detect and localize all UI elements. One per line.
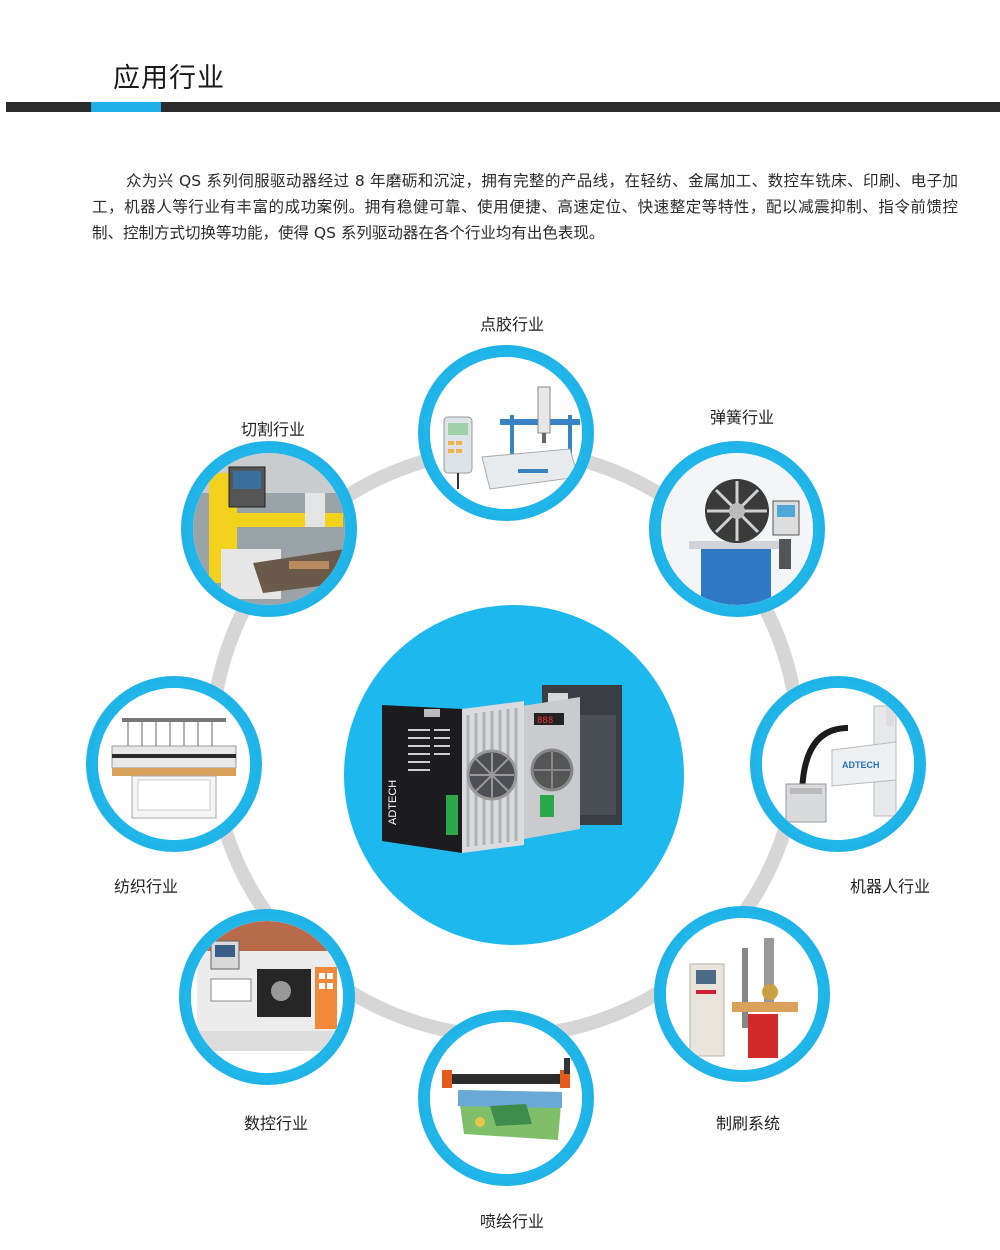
title-divider-bar [6,102,1000,112]
label-robot: 机器人行业 [849,877,931,896]
label-cutting: 切割行业 [240,420,306,439]
printing-machine-image [430,1022,582,1174]
label-dispensing: 点胶行业 [479,315,545,334]
driver-brand-text: ADTECH [387,780,399,825]
label-cnc: 数控行业 [243,1114,309,1133]
industry-node-textile [86,676,262,852]
servo-drivers-illustration: 888 [382,685,622,853]
industry-node-printing [418,1010,594,1186]
svg-text:888: 888 [537,716,553,726]
industry-node-robot: ADTECH [750,676,926,852]
industry-node-cnc [179,909,355,1085]
label-printing: 喷绘行业 [479,1212,545,1231]
dispensing-machine-image [430,357,582,509]
center-hub-servo-drivers: 888 [344,605,684,945]
title-divider-accent [91,102,161,112]
intro-paragraph: 众为兴 QS 系列伺服驱动器经过 8 年磨砺和沉淀，拥有完整的产品线，在轻纺、金… [92,172,958,242]
industry-node-brush [654,906,830,1082]
cutting-machine-image [193,453,345,605]
cnc-lathe-image [191,921,343,1073]
spring-machine-image [661,453,813,605]
svg-text:ADTECH: ADTECH [842,760,880,770]
knitting-machine-image [98,688,250,840]
page-title: 应用行业 [113,63,225,94]
industry-node-dispensing [418,345,594,521]
scara-robot-image: ADTECH [762,688,914,840]
label-textile: 纺织行业 [113,877,179,896]
brush-machine-image [666,918,818,1070]
industry-node-cutting [181,441,357,617]
label-spring: 弹簧行业 [709,408,775,427]
industry-node-spring [649,441,825,617]
label-brush: 制刷系统 [715,1114,781,1133]
